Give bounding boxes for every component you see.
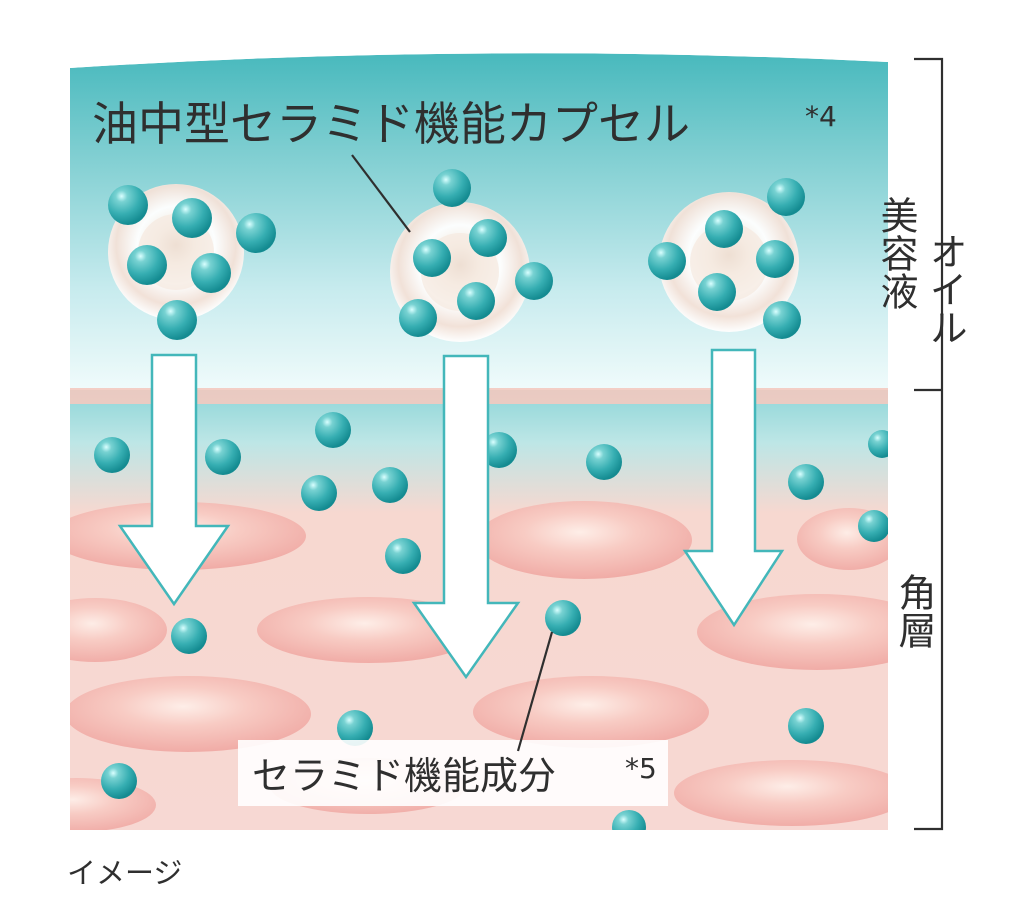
ingredient-label-background (238, 740, 668, 806)
layer-labels: オイル 美容液 角層 (874, 196, 967, 649)
penetration-arrows (117, 348, 785, 680)
capsule-label-group: 油中型セラミド機能カプセル *4 (92, 97, 837, 233)
capsule-left (108, 184, 276, 340)
capsule-right (648, 178, 805, 339)
ingredient-label: セラミド機能成分 (252, 754, 556, 798)
capsule-center (390, 169, 553, 342)
ingredient-note: *5 (625, 752, 657, 785)
image-note: イメージ (67, 856, 182, 890)
skin-background (70, 53, 888, 831)
capsule-label: 油中型セラミド機能カプセル (92, 97, 690, 151)
capsule-note: *4 (805, 100, 837, 133)
layer-brackets (914, 57, 944, 831)
stratum-corneum-label: 角層 (892, 573, 936, 649)
loose-ceramide-particles (94, 412, 888, 831)
capsule-leader-line (351, 154, 411, 233)
ingredient-label-group: セラミド機能成分 *5 (238, 631, 668, 806)
ingredient-leader-line (516, 631, 554, 752)
serum-layer-label: 美容液 (874, 196, 918, 310)
oil-layer-label: オイル (923, 232, 967, 346)
